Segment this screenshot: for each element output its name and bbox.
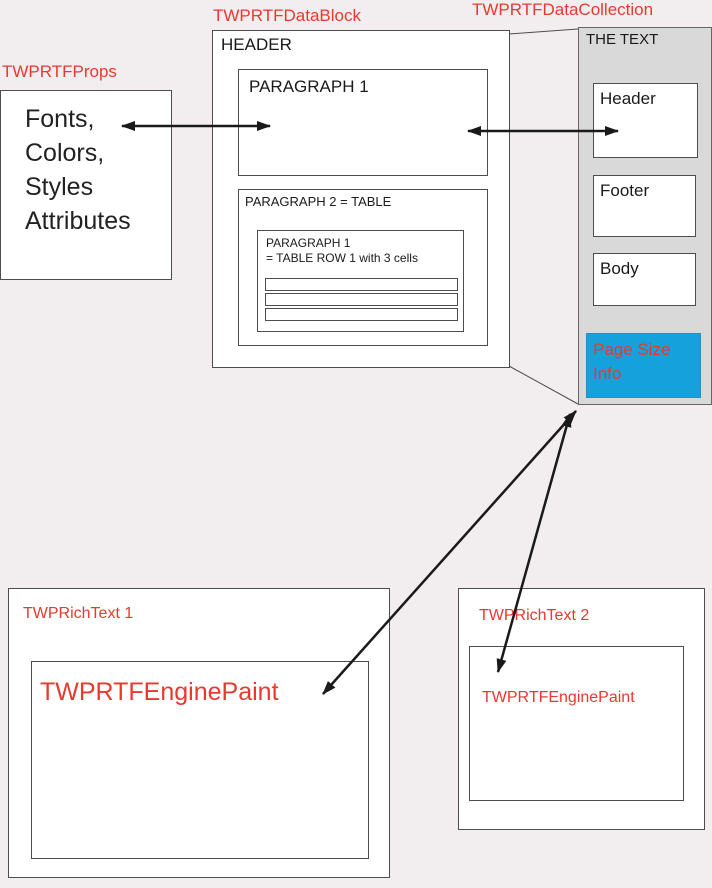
header-box: Header <box>593 83 698 158</box>
richtext2-title: TWPRichText 2 <box>479 607 590 624</box>
props-line: Colors, <box>25 139 105 167</box>
richtext2-engine-label: TWPRTFEnginePaint <box>482 689 635 706</box>
page-size-line2: Info <box>593 364 622 383</box>
props-line: Attributes <box>25 207 131 235</box>
body-label: Body <box>600 259 639 278</box>
table-cell-rect <box>265 278 458 291</box>
richtext1-title: TWPRichText 1 <box>23 605 134 622</box>
paragraph1-box: PARAGRAPH 1 <box>238 69 488 176</box>
richtext1-box: TWPRichText 1 TWPRTFEnginePaint <box>8 588 390 878</box>
datablock-title: TWPRTFDataBlock <box>213 6 361 25</box>
richtext2-box: TWPRichText 2 TWPRTFEnginePaint <box>458 588 705 830</box>
paragraph2-box: PARAGRAPH 2 = TABLE PARAGRAPH 1 = TABLE … <box>238 189 488 346</box>
projection-line-top <box>508 28 579 35</box>
footer-box: Footer <box>593 175 696 237</box>
text-column-title: THE TEXT <box>586 31 659 48</box>
richtext2-engine-box: TWPRTFEnginePaint <box>469 646 684 801</box>
table-row-box: PARAGRAPH 1 = TABLE ROW 1 with 3 cells <box>257 230 464 332</box>
props-title: TWPRTFProps <box>2 62 117 81</box>
body-box: Body <box>593 253 696 306</box>
header-label: Header <box>600 89 656 108</box>
props-line: Fonts, <box>25 105 95 133</box>
text-collection-column: THE TEXT Header Footer Body Page Size In… <box>578 27 712 405</box>
table-row-caption-line1: PARAGRAPH 1 <box>266 236 351 250</box>
props-text: Fonts, Colors, Styles Attributes <box>1 91 171 238</box>
footer-label: Footer <box>600 181 650 200</box>
datablock-box: HEADER PARAGRAPH 1 PARAGRAPH 2 = TABLE P… <box>212 30 510 368</box>
table-row-caption-line2: = TABLE ROW 1 with 3 cells <box>266 251 418 265</box>
table-cell-rect <box>265 308 458 321</box>
paragraph2-label: PARAGRAPH 2 = TABLE <box>245 194 392 209</box>
page-size-line1: Page Size <box>593 340 671 359</box>
richtext1-engine-box: TWPRTFEnginePaint <box>31 661 369 859</box>
table-row-caption: PARAGRAPH 1 = TABLE ROW 1 with 3 cells <box>258 231 463 266</box>
datablock-header-label: HEADER <box>221 35 292 54</box>
props-line: Styles <box>25 173 94 201</box>
richtext1-engine-label: TWPRTFEnginePaint <box>40 678 279 706</box>
props-box: Fonts, Colors, Styles Attributes <box>0 90 172 280</box>
datacollection-title: TWPRTFDataCollection <box>472 0 654 19</box>
page-size-info-box: Page Size Info <box>586 333 701 398</box>
table-cell-rect <box>265 293 458 306</box>
projection-line-bottom <box>508 365 579 405</box>
paragraph1-label: PARAGRAPH 1 <box>249 77 369 96</box>
